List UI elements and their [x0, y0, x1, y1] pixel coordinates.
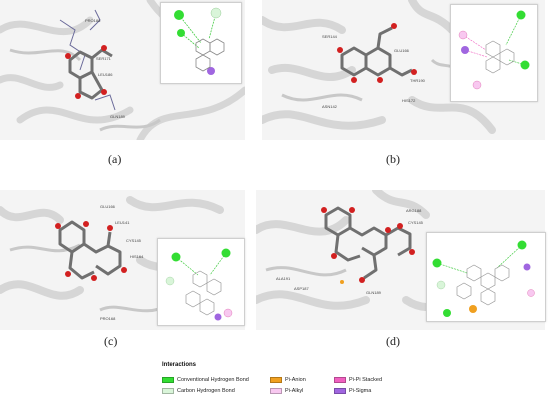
svg-text:SER144: SER144 [322, 34, 338, 39]
svg-text:SER171: SER171 [96, 56, 112, 61]
svg-text:GLU166: GLU166 [394, 48, 410, 53]
legend-label: Pi-Pi Stacked [349, 377, 383, 383]
caption-b: (b) [386, 152, 400, 166]
interaction-legend: Interactions Conventional Hydrogen Bond … [162, 362, 402, 402]
panel-b-interaction-diagram [450, 4, 538, 102]
svg-text:THR190: THR190 [410, 78, 426, 83]
svg-text:LEU186: LEU186 [98, 72, 113, 77]
svg-text:LEU141: LEU141 [115, 220, 130, 225]
legend-label: Pi-Anion [285, 377, 306, 383]
legend-swatch-pi-pi-stacked [334, 376, 346, 383]
svg-text:GLN189: GLN189 [366, 290, 382, 295]
panel-d-interaction-diagram [426, 232, 546, 322]
svg-text:ASN142: ASN142 [322, 104, 338, 109]
legend-item-carbon-hbond: Carbon Hydrogen Bond [162, 387, 235, 395]
caption-a: (a) [108, 152, 122, 166]
legend-swatch-carbon-hbond [162, 387, 174, 394]
legend-item-pi-alkyl: Pi-Alkyl [270, 387, 303, 395]
legend-swatch-pi-sigma [334, 387, 346, 394]
legend-label: Pi-Alkyl [285, 388, 304, 394]
svg-text:PRO188: PRO188 [85, 18, 101, 23]
svg-text:ASP187: ASP187 [294, 286, 309, 291]
svg-text:GLN189: GLN189 [110, 114, 126, 119]
svg-text:CYS145: CYS145 [408, 220, 424, 225]
panel-a-interaction-diagram [160, 2, 242, 84]
legend-swatch-pi-anion [270, 376, 282, 383]
legend-item-conventional-hbond: Conventional Hydrogen Bond [162, 376, 249, 384]
legend-title: Interactions [162, 362, 197, 368]
legend-swatch-conventional-hbond [162, 376, 174, 383]
legend-item-pi-sigma: Pi-Sigma [334, 387, 371, 395]
legend-item-pi-anion: Pi-Anion [270, 376, 306, 384]
svg-text:ARG188: ARG188 [406, 208, 422, 213]
legend-swatch-pi-alkyl [270, 387, 282, 394]
legend-label: Carbon Hydrogen Bond [177, 388, 235, 394]
svg-text:ALA191: ALA191 [276, 276, 291, 281]
svg-text:GLU166: GLU166 [100, 204, 116, 209]
svg-text:HIS172: HIS172 [402, 98, 416, 103]
panel-c-interaction-diagram [157, 238, 245, 326]
legend-item-pi-pi-stacked: Pi-Pi Stacked [334, 376, 382, 384]
legend-label: Pi-Sigma [349, 388, 372, 394]
svg-text:PRO168: PRO168 [100, 316, 116, 321]
svg-text:CYS145: CYS145 [126, 238, 142, 243]
svg-text:HIS164: HIS164 [130, 254, 144, 259]
caption-c: (c) [104, 334, 118, 348]
caption-d: (d) [386, 334, 400, 348]
legend-label: Conventional Hydrogen Bond [177, 377, 249, 383]
